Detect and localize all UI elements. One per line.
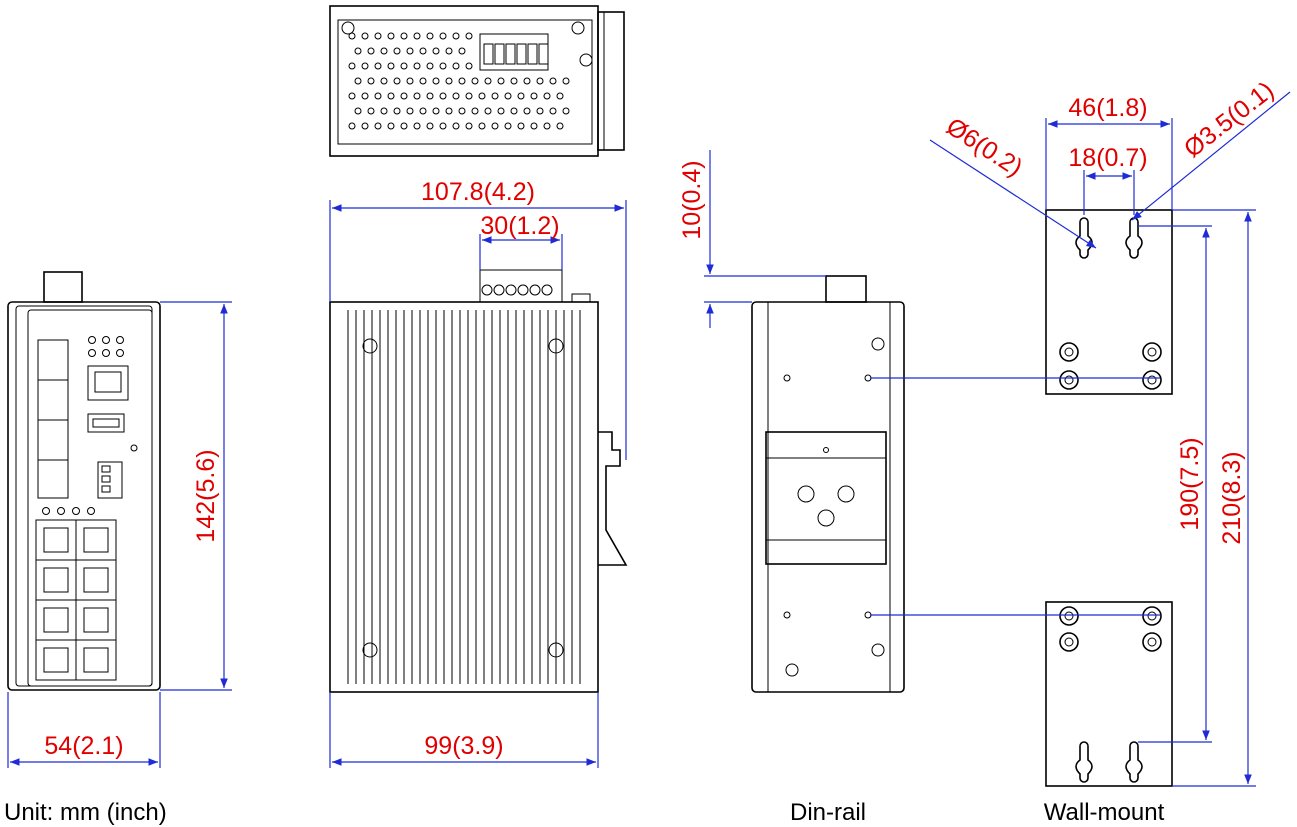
front-height-label: 142(5.6) (192, 449, 220, 542)
unit-label: Unit: mm (inch) (4, 799, 167, 826)
wall-inner-height-label: 190(7.5) (1176, 437, 1204, 530)
din-rail-view (751, 275, 905, 693)
hole-small-label: Ø3.5(0.1) (1179, 76, 1279, 163)
top-view (329, 5, 625, 157)
side-view (329, 269, 628, 693)
wall-hole-spacing-label: 46(1.8) (1068, 94, 1147, 122)
wall-total-height-label: 210(8.3) (1218, 451, 1246, 544)
side-depth-label: 99(3.9) (424, 732, 503, 760)
side-total-depth-label: 107.8(4.2) (421, 178, 535, 206)
terminal-width-label: 30(1.2) (480, 212, 559, 240)
wall-mount-view (1045, 209, 1173, 787)
wall-mount-caption: Wall-mount (1044, 799, 1165, 826)
din-offset-label: 10(0.4) (678, 160, 706, 239)
dimension-lines (7, 91, 1291, 787)
hole-large-label: Ø6(0.2) (941, 112, 1027, 182)
wall-slot-spacing-label: 18(0.7) (1068, 144, 1147, 172)
din-rail-caption: Din-rail (790, 799, 866, 826)
front-width-label: 54(2.1) (44, 732, 123, 760)
front-view (7, 271, 161, 691)
